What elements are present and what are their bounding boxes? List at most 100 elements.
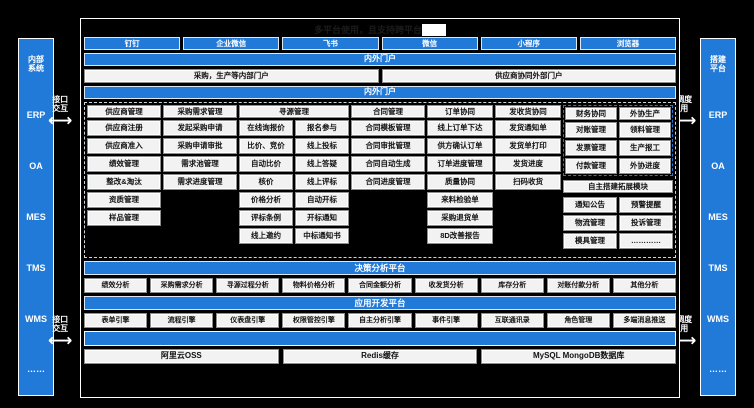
- connector-right-bottom-label: 调度 用: [676, 315, 693, 333]
- board-title-text: 多平台使用，且支持跨平台: [313, 25, 422, 35]
- module-item[interactable]: 8D改善报告: [427, 228, 493, 244]
- module-item[interactable]: 通知公告: [563, 197, 617, 213]
- analysis-item[interactable]: 寻源过程分析: [216, 278, 280, 293]
- module-item[interactable]: 扫码收货: [495, 174, 561, 190]
- channel-wecom[interactable]: 企业微信: [183, 37, 280, 50]
- module-item[interactable]: 线上邀约: [239, 228, 293, 244]
- module-item[interactable]: 发货进度: [495, 156, 561, 172]
- module-item[interactable]: 预警提醒: [619, 197, 673, 213]
- module-item[interactable]: 需求进度管理: [163, 174, 237, 190]
- engine-item[interactable]: 事件引擎: [414, 313, 478, 328]
- module-item[interactable]: 样品管理: [87, 210, 161, 226]
- right-rail-item-more[interactable]: ……: [709, 364, 727, 375]
- module-item[interactable]: 供方确认订单: [427, 138, 493, 154]
- analysis-item[interactable]: 采购需求分析: [150, 278, 214, 293]
- module-item[interactable]: 线上答疑: [295, 156, 349, 172]
- module-item[interactable]: 需求池管理: [163, 156, 237, 172]
- module-item[interactable]: 线上订单下达: [427, 120, 493, 136]
- module-item[interactable]: 中标通知书: [295, 228, 349, 244]
- module-item[interactable]: 付款管理: [565, 158, 617, 174]
- module-item[interactable]: 核价: [239, 174, 293, 190]
- module-item[interactable]: 发票管理: [565, 140, 617, 156]
- analysis-item[interactable]: 库存分析: [480, 278, 544, 293]
- module-item[interactable]: 开标通知: [295, 210, 349, 226]
- module-item[interactable]: 自动比价: [239, 156, 293, 172]
- module-item[interactable]: 领料管理: [619, 122, 671, 138]
- module-item[interactable]: 价格分析: [239, 192, 293, 208]
- channel-feishu[interactable]: 飞书: [282, 37, 379, 50]
- module-item[interactable]: 投诉管理: [619, 215, 673, 231]
- module-item[interactable]: 合同进度管理: [351, 174, 425, 190]
- channel-miniprogram[interactable]: 小程序: [480, 37, 577, 50]
- analysis-item[interactable]: 合同金额分析: [348, 278, 412, 293]
- left-rail-item-mes[interactable]: MES: [26, 211, 46, 222]
- module-item[interactable]: 供应商注册: [87, 120, 161, 136]
- engine-item[interactable]: 仪表盘引擎: [216, 313, 280, 328]
- module-item[interactable]: 评标条例: [239, 210, 293, 226]
- module-item[interactable]: 采购申请审批: [163, 138, 237, 154]
- module-item[interactable]: 对账管理: [565, 122, 617, 138]
- module-item[interactable]: 比价、竞价: [239, 138, 293, 154]
- module-item[interactable]: 订单进度管理: [427, 156, 493, 172]
- analysis-item[interactable]: 对账付款分析: [546, 278, 610, 293]
- right-rail-item-mes[interactable]: MES: [708, 211, 728, 222]
- module-item[interactable]: 在线询报价: [239, 120, 293, 136]
- column-supplier-management: 供应商管理 供应商注册 供应商准入 绩效管理 整改&淘汰 资质管理 样品管理: [87, 105, 161, 255]
- channel-dingtalk[interactable]: 钉钉: [84, 37, 181, 50]
- module-item[interactable]: 供应商准入: [87, 138, 161, 154]
- module-item[interactable]: 线上投标: [295, 138, 349, 154]
- portal-external[interactable]: 供应商协同外部门户: [381, 69, 676, 83]
- module-item[interactable]: 物流管理: [563, 215, 617, 231]
- module-item[interactable]: 发货通知单: [495, 120, 561, 136]
- module-item[interactable]: 绩效管理: [87, 156, 161, 172]
- engine-item[interactable]: 流程引擎: [150, 313, 214, 328]
- engine-item[interactable]: 多端消息推送: [612, 313, 676, 328]
- portal-internal[interactable]: 采购，生产等内部门户: [84, 69, 379, 83]
- module-item[interactable]: …………: [619, 233, 673, 249]
- right-rail-item-oa[interactable]: OA: [711, 160, 725, 171]
- engine-item[interactable]: 权限管控引擎: [282, 313, 346, 328]
- module-item[interactable]: 报名参与: [295, 120, 349, 136]
- left-rail-item-erp[interactable]: ERP: [26, 110, 46, 121]
- right-rail-item-wms[interactable]: WMS: [707, 313, 729, 324]
- module-item[interactable]: 发起采购申请: [163, 120, 237, 136]
- module-item[interactable]: 资质管理: [87, 192, 161, 208]
- supplier-header: 供应商管理: [87, 105, 161, 118]
- engine-item[interactable]: 角色管理: [546, 313, 610, 328]
- channel-browser[interactable]: 浏览器: [579, 37, 677, 50]
- module-item[interactable]: 外协进度: [619, 158, 671, 174]
- analysis-item[interactable]: 收发货分析: [414, 278, 478, 293]
- channel-wechat[interactable]: 微信: [381, 37, 478, 50]
- right-rail-item-erp[interactable]: ERP: [708, 110, 728, 121]
- analysis-item[interactable]: 物料价格分析: [282, 278, 346, 293]
- module-item[interactable]: 整改&淘汰: [87, 174, 161, 190]
- left-rail-header: 内部 系统: [28, 55, 44, 74]
- left-rail-item-wms[interactable]: WMS: [25, 313, 47, 324]
- analysis-item[interactable]: 绩效分析: [84, 278, 148, 293]
- module-item[interactable]: 自动开标: [295, 192, 349, 208]
- portal-bar-top: 内外门户: [84, 53, 676, 66]
- right-rail-header: 搭建 平台: [710, 55, 726, 74]
- engine-item[interactable]: 自主分析引擎: [348, 313, 412, 328]
- infra-oss[interactable]: 阿里云OSS: [84, 349, 279, 364]
- right-rail-item-tms[interactable]: TMS: [708, 262, 728, 273]
- module-item[interactable]: 质量协同: [427, 174, 493, 190]
- infra-redis[interactable]: Redis缓存: [282, 349, 478, 364]
- left-rail-item-tms[interactable]: TMS: [26, 262, 46, 273]
- module-item[interactable]: 发货单打印: [495, 138, 561, 154]
- left-rail-item-oa[interactable]: OA: [29, 160, 43, 171]
- module-item[interactable]: 模具管理: [563, 233, 617, 249]
- module-item[interactable]: 合同模板管理: [351, 120, 425, 136]
- analysis-item[interactable]: 其他分析: [612, 278, 676, 293]
- module-item[interactable]: 来料检验单: [427, 192, 493, 208]
- infra-database[interactable]: MySQL MongoDB数据库: [481, 349, 677, 364]
- module-item[interactable]: 采购退货单: [427, 210, 493, 226]
- left-rail-item-more[interactable]: ……: [27, 364, 45, 375]
- engine-item[interactable]: 互联通讯录: [480, 313, 544, 328]
- module-item[interactable]: 生产报工: [619, 140, 671, 156]
- module-item[interactable]: 合同自动生成: [351, 156, 425, 172]
- module-item[interactable]: 线上评标: [295, 174, 349, 190]
- engine-item[interactable]: 表单引擎: [84, 313, 148, 328]
- module-item[interactable]: 合同审批管理: [351, 138, 425, 154]
- board-title: 多平台使用，且支持跨平台: [84, 22, 676, 37]
